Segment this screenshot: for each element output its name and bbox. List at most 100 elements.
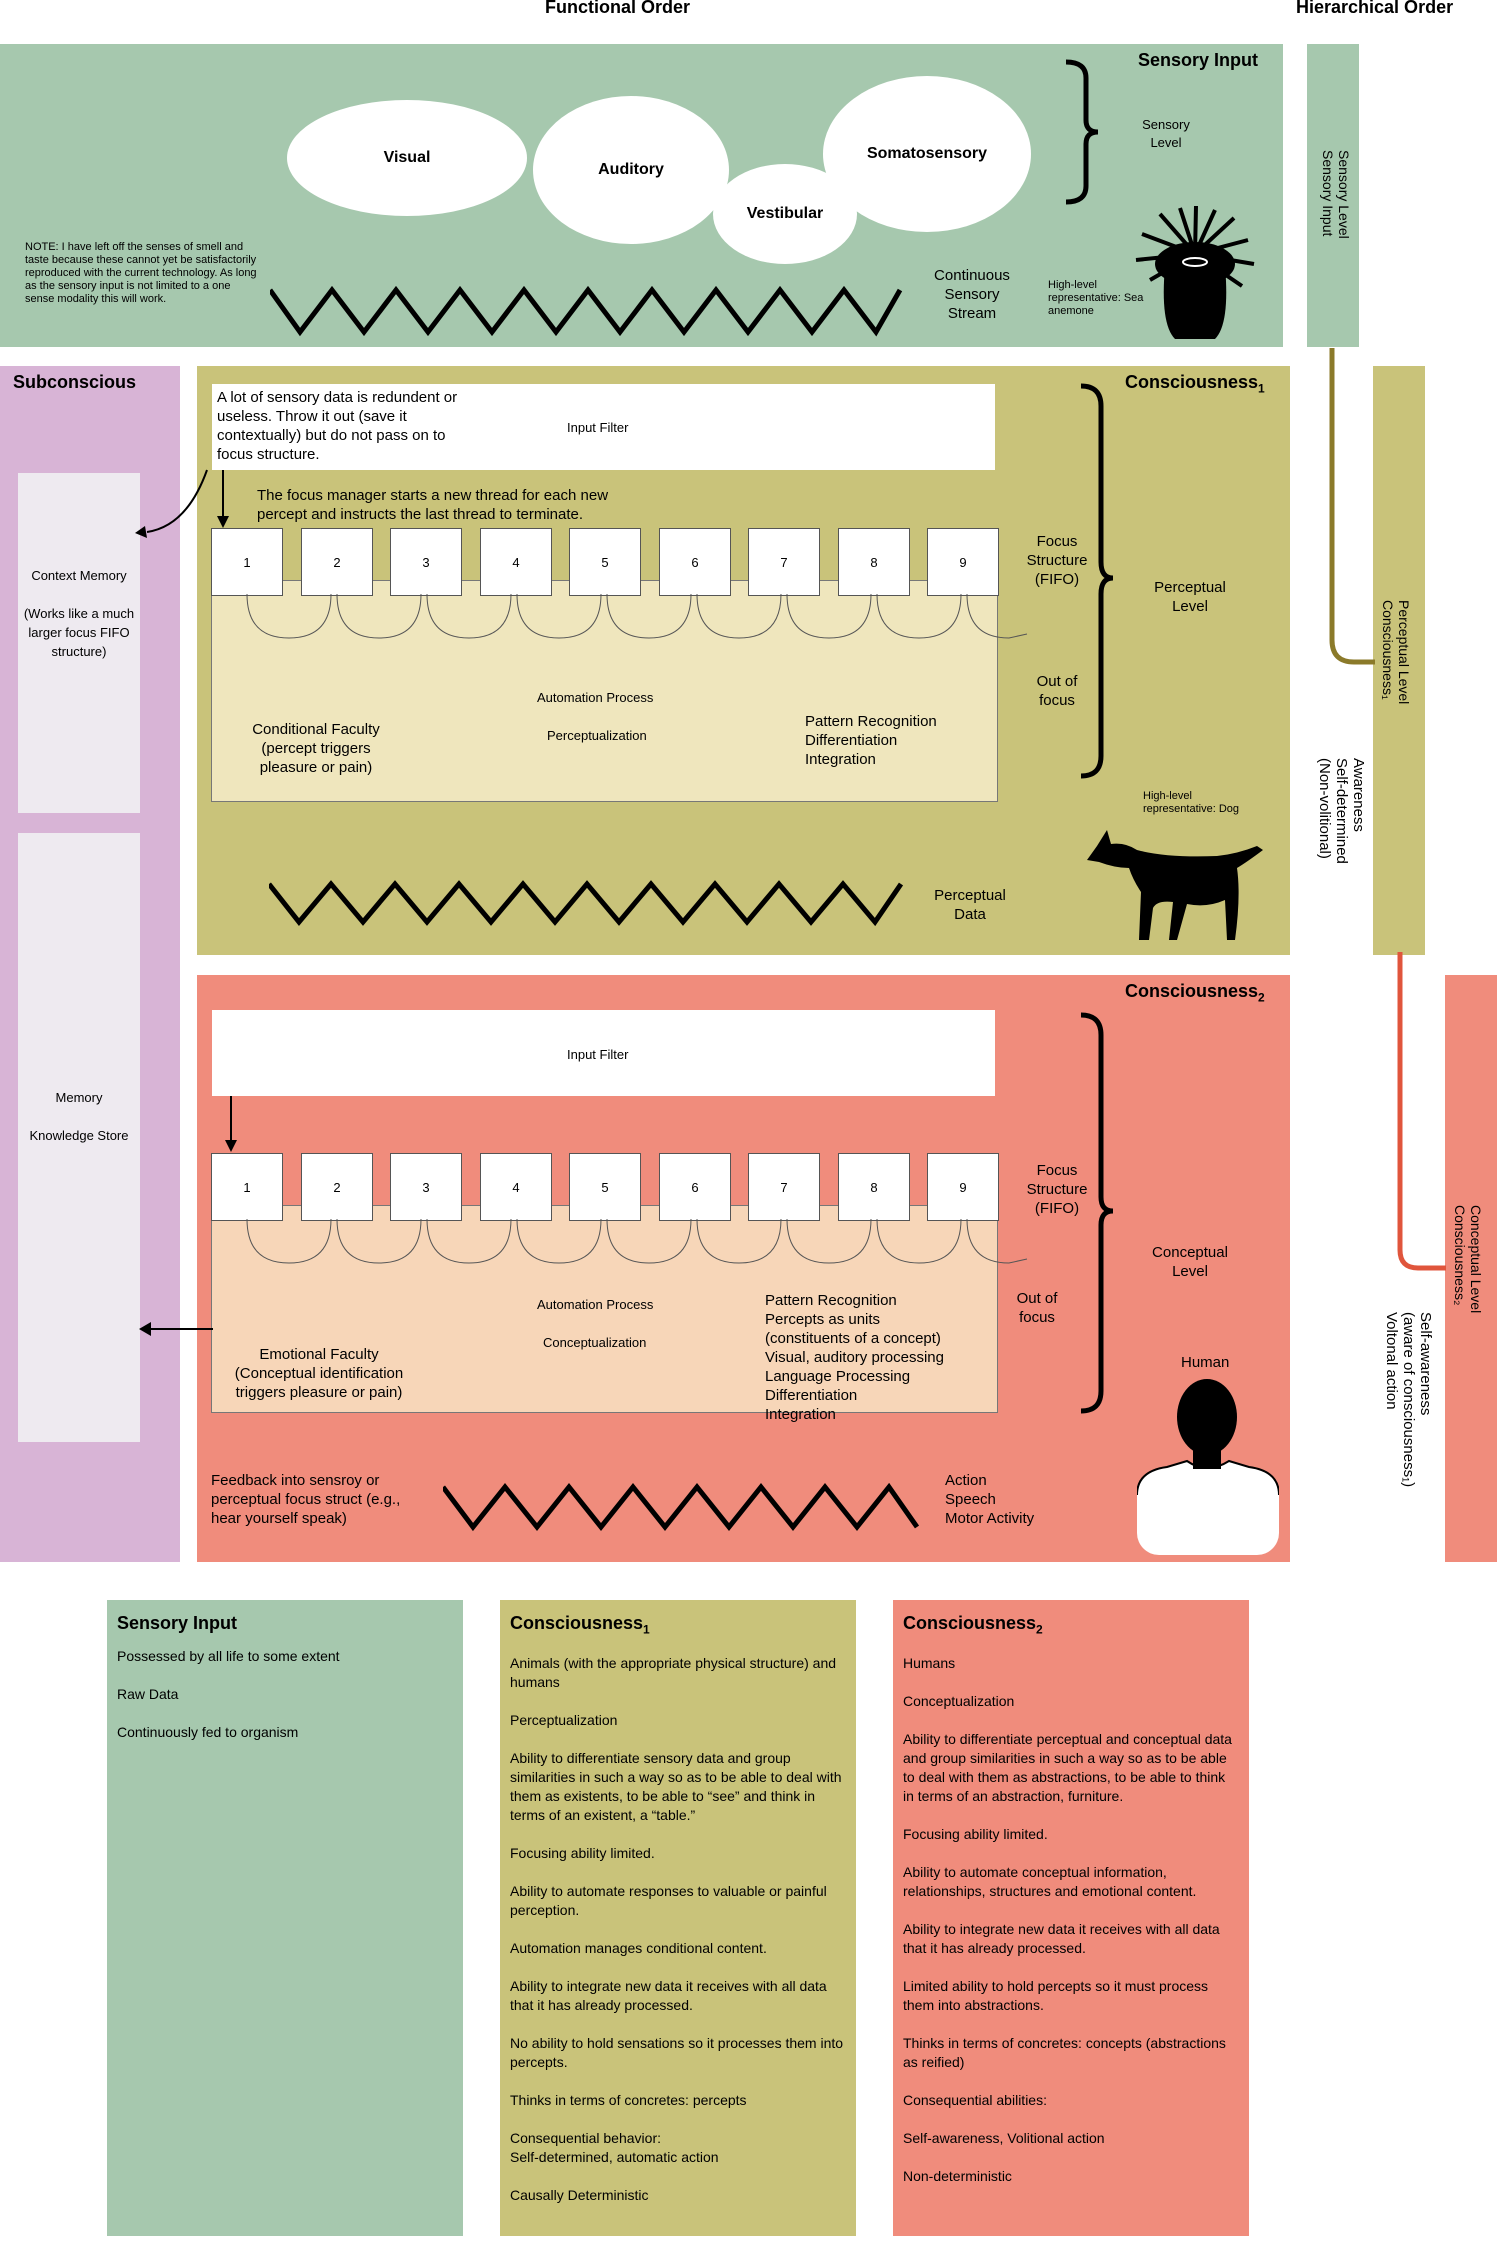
consciousness1-title: Consciousness1 <box>1125 372 1265 396</box>
c1-card-item: Ability to integrate new data it receive… <box>510 1977 827 2013</box>
sensory-card-item: Raw Data <box>117 1686 179 1702</box>
c1-level-label: Perceptual Level <box>1154 579 1226 615</box>
c1-slot-4: 4 <box>480 528 552 596</box>
c1-slot-8: 8 <box>838 528 910 596</box>
c1-slot-6: 6 <box>659 528 731 596</box>
c2-slot-7: 7 <box>748 1153 820 1221</box>
auditory-ellipse: Auditory <box>533 96 729 244</box>
c2-action: Action Speech Motor Activity <box>945 1472 1035 1527</box>
sea-anemone-icon <box>1135 205 1255 339</box>
hierarchical-order-header: Hierarchical Order <box>1296 0 1454 17</box>
c2-out-of-focus: Out of focus <box>1016 1290 1058 1326</box>
c1-pattern-recognition: Pattern Recognition Differentiation Inte… <box>805 713 937 768</box>
c1-slot-1: 1 <box>211 528 283 596</box>
c1-focus-structure: Focus Structure (FIFO) <box>1026 533 1088 588</box>
human-icon <box>1137 1379 1279 1555</box>
c2-brace <box>1080 1012 1114 1414</box>
c2-slot-9: 9 <box>927 1153 999 1221</box>
c2-card-item: Ability to differentiate perceptual and … <box>903 1730 1232 1804</box>
hierarchy-connectors <box>1329 348 1446 1271</box>
c2-card-item: Limited ability to hold percepts so it m… <box>903 1977 1209 2013</box>
c2-card-item: Consequential abilities: <box>903 2091 1047 2108</box>
c2-automation-label: Automation Process <box>537 1297 654 1312</box>
c1-process-label: Perceptualization <box>547 728 647 743</box>
c1-perceptual-data: Perceptual Data <box>934 887 1006 923</box>
c2-slot-1: 1 <box>211 1153 283 1221</box>
c2-focus-structure: Focus Structure (FIFO) <box>1026 1162 1088 1217</box>
c2-filter-arrow <box>225 1096 237 1152</box>
c2-card-item: Ability to automate conceptual informati… <box>903 1863 1197 1899</box>
somatosensory-ellipse: Somatosensory <box>823 76 1031 232</box>
perceptual-level-bar-label: Perceptual Level Consciousness₁ <box>1380 600 1412 705</box>
c1-out-of-focus: Out of focus <box>1036 673 1078 709</box>
c1-card-item: Animals (with the appropriate physical s… <box>510 1654 837 1690</box>
perceptual-level-bar <box>1373 366 1425 955</box>
c1-focus-note: The focus manager starts a new thread fo… <box>257 487 609 523</box>
consciousness2-card: Consciousness2 Humans Conceptualization … <box>893 1600 1249 2236</box>
c2-card-item: Focusing ability limited. <box>903 1825 1048 1842</box>
functional-order-header: Functional Order <box>545 0 691 17</box>
c2-card-item: Non-deterministic <box>903 2167 1012 2184</box>
c1-card-item: Causally Deterministic <box>510 2186 649 2203</box>
visual-ellipse: Visual <box>287 100 527 216</box>
sensory-card-item: Possessed by all life to some extent <box>117 1648 340 1664</box>
c2-slot-4: 4 <box>480 1153 552 1221</box>
conceptual-level-bar-label: Conceptual Level Consciousness₂ <box>1452 1205 1484 1314</box>
context-memory-label: Context Memory (Works like a much larger… <box>23 568 135 659</box>
consciousness2-title: Consciousness2 <box>1125 981 1265 1005</box>
conceptual-level-bar <box>1445 975 1497 1562</box>
memory-label: Memory Knowledge Store <box>29 1090 129 1143</box>
c2-lower-area <box>211 1205 998 1413</box>
c2-process-label: Conceptualization <box>543 1335 647 1350</box>
senses-note: NOTE: I have left off the senses of smel… <box>25 241 257 305</box>
c1-input-filter-label: Input Filter <box>567 420 629 435</box>
c2-slot-5: 5 <box>569 1153 641 1221</box>
c1-slot-9: 9 <box>927 528 999 596</box>
sensory-level-bar <box>1307 44 1359 347</box>
c1-card-item: Thinks in terms of concretes: percepts <box>510 2091 747 2108</box>
c2-slot-3: 3 <box>390 1153 462 1221</box>
c2-input-filter-box <box>212 1010 995 1096</box>
c1-input-note: A lot of sensory data is redundent or us… <box>217 389 458 463</box>
c2-card-title: Consciousness2 <box>903 1613 1043 1637</box>
c2-card-item: Self-awareness, Volitional action <box>903 2129 1105 2146</box>
c2-slot-arcs <box>246 1219 1028 1264</box>
c2-pattern-recognition: Pattern Recognition Percepts as units (c… <box>765 1292 944 1423</box>
c1-filter-arrows <box>135 469 229 538</box>
c1-slot-7: 7 <box>748 528 820 596</box>
c1-card-title: Consciousness1 <box>510 1613 650 1637</box>
dog-icon <box>1087 830 1263 940</box>
c2-level-label: Conceptual Level <box>1152 1244 1228 1280</box>
sensory-level-label: Sensory Level <box>1142 117 1190 150</box>
sensory-input-title: Sensory Input <box>1138 50 1259 70</box>
c1-card-item: Ability to differentiate sensory data an… <box>510 1749 842 1823</box>
continuous-stream-label: Continuous Sensory Stream <box>934 267 1010 322</box>
c1-conditional-faculty: Conditional Faculty (percept triggers pl… <box>252 721 380 776</box>
c1-brace <box>1080 383 1114 779</box>
sensory-level-bar-label: Sensory Level Sensory Input <box>1320 150 1352 239</box>
c1-input-filter-box <box>212 384 995 470</box>
sensory-brace <box>1065 59 1099 205</box>
memory-box <box>18 833 140 1442</box>
c1-card-item: Automation manages conditional content. <box>510 1939 767 1956</box>
c2-card-item: Thinks in terms of concretes: concepts (… <box>903 2034 1226 2070</box>
c1-data-zigzag <box>269 880 904 927</box>
c2-card-item: Conceptualization <box>903 1692 1015 1709</box>
c1-rep-label: High-level representative: Dog <box>1143 790 1239 815</box>
c1-card-item: No ability to hold sensations so it proc… <box>510 2034 844 2070</box>
c1-card-item: Perceptualization <box>510 1711 618 1728</box>
c1-slot-arcs <box>246 594 1028 639</box>
sensory-input-card: Sensory Input Possessed by all life to s… <box>107 1600 463 2236</box>
subconscious-title: Subconscious <box>13 372 137 392</box>
c2-card-item: Humans <box>903 1654 956 1671</box>
consciousness2-panel: Consciousness2 Input Filter 1 2 3 4 5 6 … <box>139 975 1290 1562</box>
c1-card-item: Consequential behavior: Self-determined,… <box>510 2129 719 2165</box>
consciousness1-panel: Consciousness1 A lot of sensory data is … <box>135 366 1290 955</box>
c1-slot-5: 5 <box>569 528 641 596</box>
sensory-stream-zigzag <box>270 285 903 337</box>
sensory-input-panel: Sensory Input Visual Auditory Vestibular… <box>0 44 1283 347</box>
c2-output-zigzag <box>443 1483 920 1532</box>
c2-feedback: Feedback into sensroy or perceptual focu… <box>211 1472 401 1527</box>
consciousness1-card: Consciousness1 Animals (with the appropr… <box>500 1600 856 2236</box>
c2-slot-2: 2 <box>301 1153 373 1221</box>
